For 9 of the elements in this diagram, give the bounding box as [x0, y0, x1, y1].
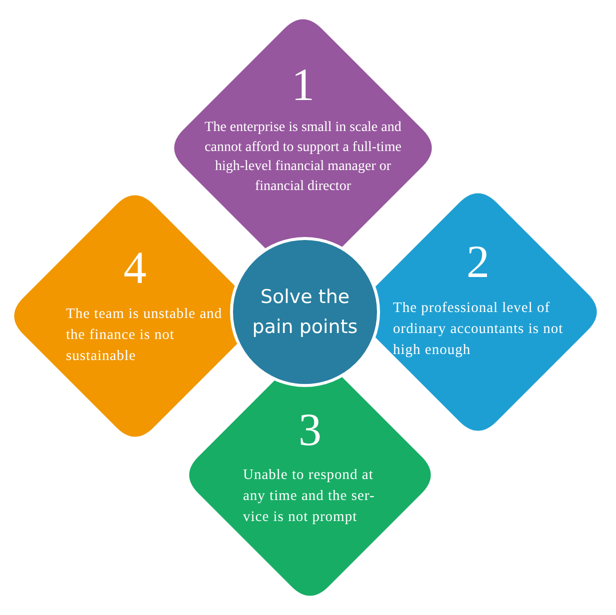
description-text: The professional level of ordinary accountants is not high enough — [393, 299, 564, 360]
step-number: 3 — [298, 405, 322, 455]
description-text: The enterprise is small in scale and cannot afford to support a full-time high-level financial manager or financial director — [204, 119, 402, 196]
description-text: Unable to respond at any time and the ser- vice is not prompt — [243, 466, 376, 527]
circle-title: Solve the pain points — [251, 285, 359, 340]
step-number: 4 — [122, 243, 148, 293]
description-text: The team is unstable and the finance is not sustainable — [66, 305, 224, 366]
step-number: 2 — [466, 237, 490, 287]
step-number: 1 — [290, 60, 316, 110]
